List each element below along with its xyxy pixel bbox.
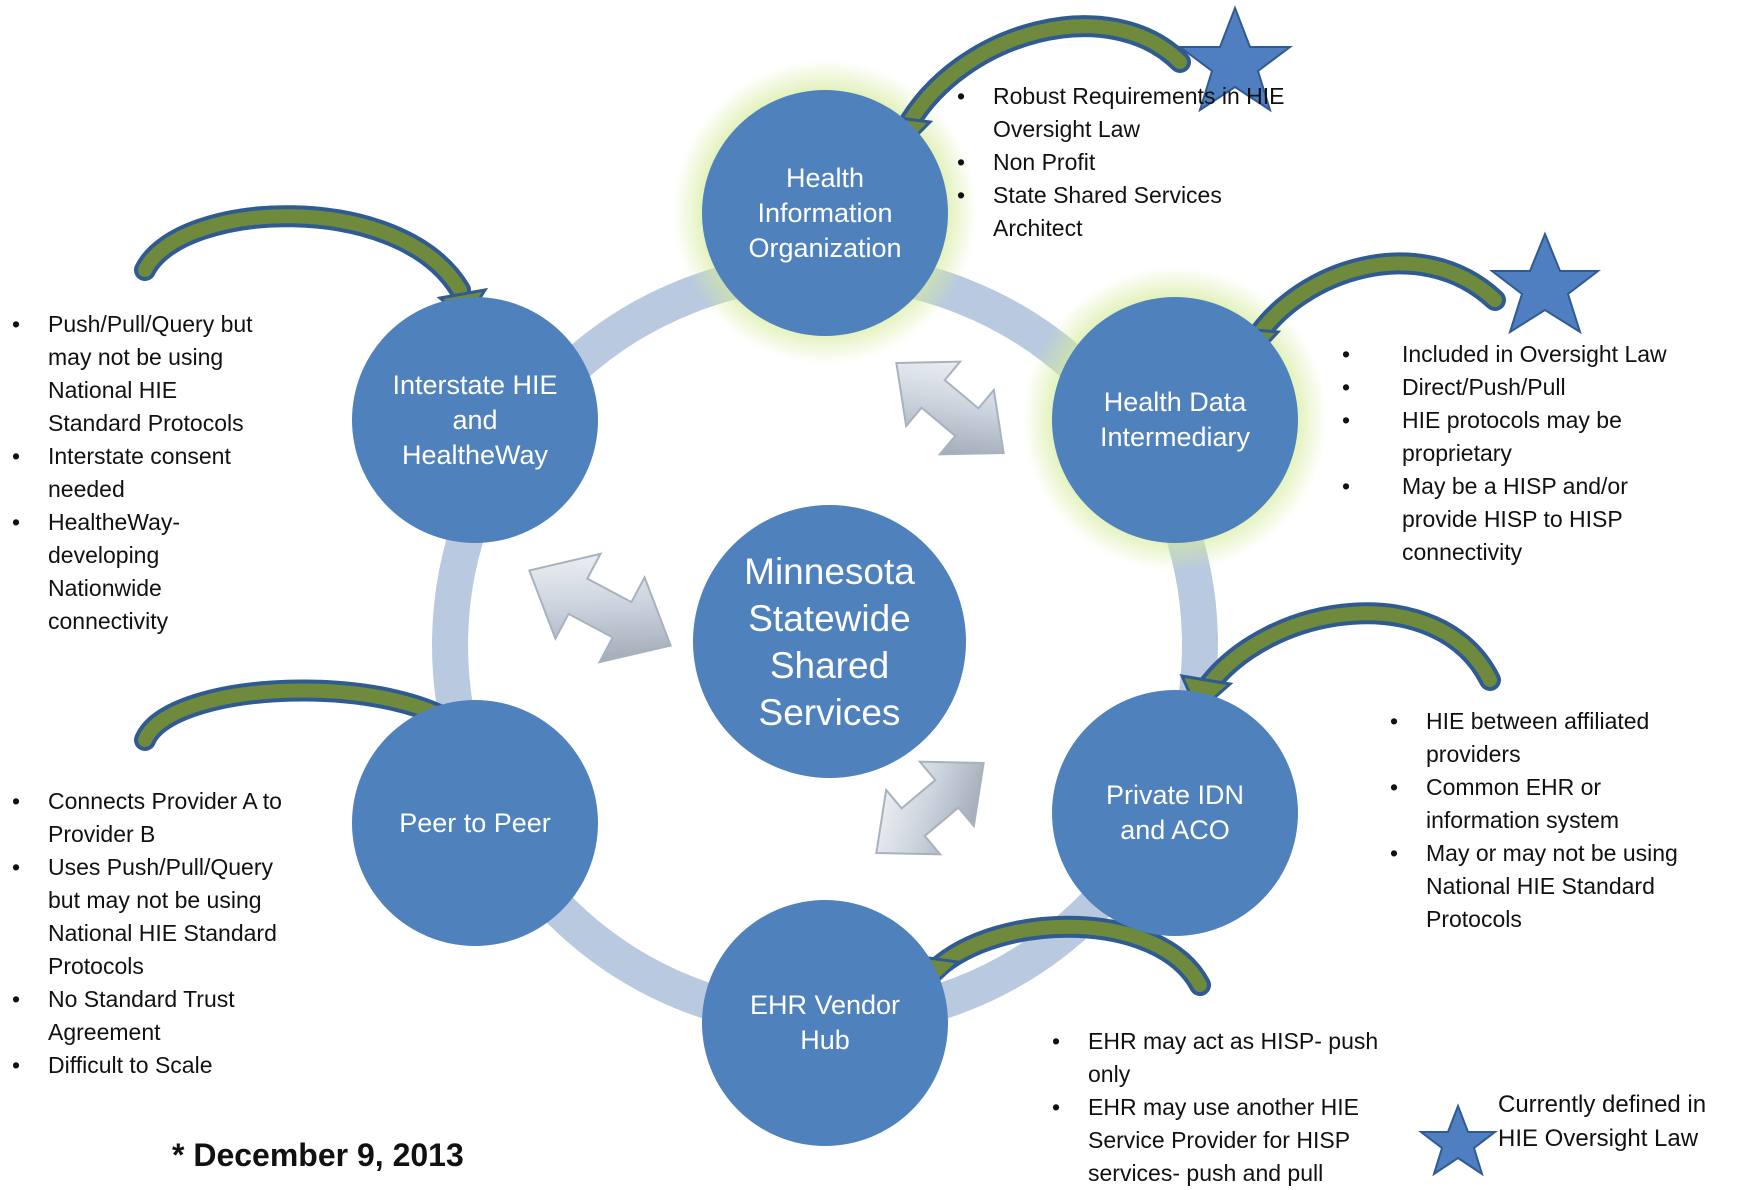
note-item: HIE between affiliated providers	[1390, 705, 1690, 771]
note-item: Uses Push/Pull/Query but may not be usin…	[12, 851, 302, 983]
notes-ehr-vendor-hub: EHR may act as HISP- push only EHR may u…	[1052, 1025, 1392, 1190]
note-item: State Shared Services Architect	[957, 179, 1287, 245]
note-item: Common EHR or information system	[1390, 771, 1690, 837]
notes-peer-to-peer: Connects Provider A to Provider B Uses P…	[12, 785, 302, 1082]
node-minnesota-statewide-shared-services: Minnesota Statewide Shared Services	[693, 505, 966, 778]
note-item: May or may not be using National HIE Sta…	[1390, 837, 1690, 936]
node-ehr-vendor-hub: EHR Vendor Hub	[702, 900, 948, 1146]
note-item: Direct/Push/Pull	[1342, 371, 1672, 404]
note-item: EHR may use another HIE Service Provider…	[1052, 1091, 1392, 1190]
note-item: HIE protocols may be proprietary	[1342, 404, 1672, 470]
bidirectional-arrow-icon	[895, 360, 1005, 456]
star-icon	[1418, 1103, 1498, 1177]
note-item: Connects Provider A to Provider B	[12, 785, 302, 851]
bidirectional-arrow-icon	[528, 552, 672, 664]
legend-text: Currently defined in HIE Oversight Law	[1498, 1091, 1707, 1152]
note-item: Interstate consent needed	[12, 440, 272, 506]
notes-health-data-intermediary: Included in Oversight Law Direct/Push/Pu…	[1342, 338, 1672, 569]
note-item: Included in Oversight Law	[1342, 338, 1672, 371]
note-item: Robust Requirements in HIE Oversight Law	[957, 80, 1287, 146]
note-item: HealtheWay- developing Nationwide connec…	[12, 506, 272, 638]
notes-private-idn-and-aco: HIE between affiliated providers Common …	[1390, 705, 1690, 936]
note-item: EHR may act as HISP- push only	[1052, 1025, 1392, 1091]
node-interstate-hie-and-healtheway: Interstate HIE and HealtheWay	[352, 297, 598, 543]
star-icon	[1489, 231, 1601, 335]
node-peer-to-peer: Peer to Peer	[352, 700, 598, 946]
note-item: Difficult to Scale	[12, 1049, 302, 1082]
bidirectional-arrow-icon	[875, 760, 985, 856]
notes-health-information-organization: Robust Requirements in HIE Oversight Law…	[957, 80, 1287, 245]
note-item: May be a HISP and/or provide HISP to HIS…	[1342, 470, 1672, 569]
note-item: Push/Pull/Query but may not be using Nat…	[12, 308, 272, 440]
node-health-data-intermediary: Health Data Intermediary	[1052, 297, 1298, 543]
node-private-idn-and-aco: Private IDN and ACO	[1052, 690, 1298, 936]
node-health-information-organization: Health Information Organization	[702, 90, 948, 336]
note-item: Non Profit	[957, 146, 1287, 179]
notes-interstate-hie-and-healtheway: Push/Pull/Query but may not be using Nat…	[12, 308, 272, 638]
date-note: * December 9, 2013	[172, 1137, 464, 1173]
curved-arrow-icon	[1179, 602, 1501, 715]
note-item: No Standard Trust Agreement	[12, 983, 302, 1049]
